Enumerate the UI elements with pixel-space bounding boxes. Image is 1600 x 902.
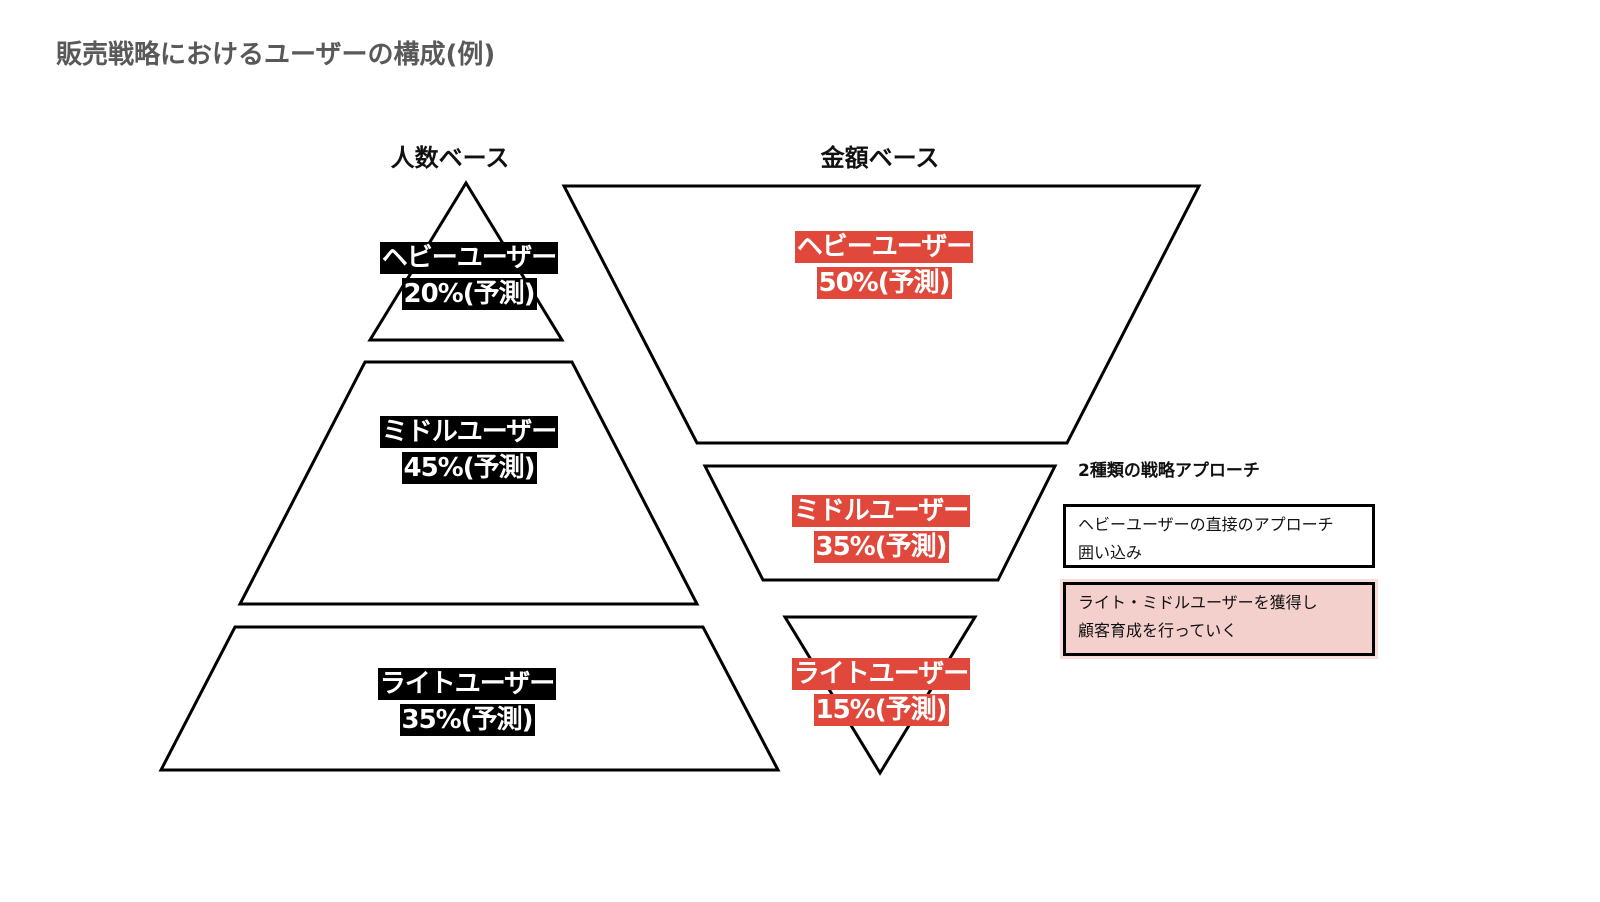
- revenue-light-name: ライトユーザー: [791, 658, 971, 690]
- revenue-column-heading: 金額ベース: [820, 144, 940, 172]
- approach-box-light-middle-line1: ライト・ミドルユーザーを獲得し: [1078, 593, 1318, 612]
- approach-box-light-middle: ライト・ミドルユーザーを獲得し 顧客育成を行っていく: [1063, 582, 1375, 656]
- headcount-light-name: ライトユーザー: [377, 668, 557, 700]
- headcount-heavy-label: ヘビーユーザー 20%(予測): [364, 242, 574, 310]
- approach-box-heavy-line1: ヘビーユーザーの直接のアプローチ: [1078, 515, 1334, 534]
- headcount-light-value: 35%(予測): [399, 704, 535, 736]
- revenue-heavy-value: 50%(予測): [816, 267, 952, 299]
- revenue-heavy-label: ヘビーユーザー 50%(予測): [778, 231, 990, 299]
- headcount-heavy-name: ヘビーユーザー: [379, 242, 559, 274]
- revenue-light-value: 15%(予測): [813, 694, 949, 726]
- revenue-middle-value: 35%(予測): [813, 531, 949, 563]
- revenue-heavy-name: ヘビーユーザー: [794, 231, 974, 263]
- headcount-column-heading: 人数ベース: [390, 144, 510, 172]
- approach-heading: 2種類の戦略アプローチ: [1078, 461, 1260, 481]
- page-title: 販売戦略におけるユーザーの構成(例): [56, 40, 496, 70]
- headcount-middle-label: ミドルユーザー 45%(予測): [364, 416, 574, 484]
- revenue-light-label: ライトユーザー 15%(予測): [775, 658, 987, 726]
- headcount-light-label: ライトユーザー 35%(予測): [362, 668, 572, 736]
- headcount-heavy-value: 20%(予測): [401, 278, 537, 310]
- headcount-middle-value: 45%(予測): [401, 452, 537, 484]
- approach-box-light-middle-line2: 顧客育成を行っていく: [1078, 621, 1238, 640]
- headcount-middle-name: ミドルユーザー: [379, 416, 559, 448]
- approach-box-heavy-line2: 囲い込み: [1078, 543, 1143, 562]
- revenue-middle-label: ミドルユーザー 35%(予測): [775, 495, 987, 563]
- revenue-middle-name: ミドルユーザー: [791, 495, 971, 527]
- approach-box-heavy: ヘビーユーザーの直接のアプローチ 囲い込み: [1063, 504, 1375, 568]
- revenue-heavy-shape: [561, 184, 1202, 445]
